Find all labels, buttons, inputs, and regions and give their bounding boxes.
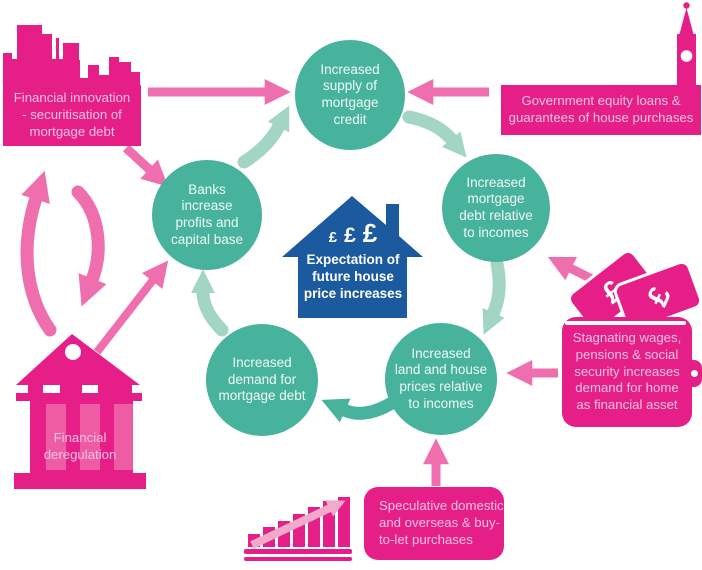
factor-stagnating-wages: Stagnating wages, pensions & social secu…: [562, 317, 692, 427]
pound-sign-large: £: [362, 218, 378, 248]
house-expectation: £ £ £ Expectation of future house price …: [292, 218, 414, 302]
pound-signs: £ £ £: [292, 218, 414, 249]
city-skyline-icon: [3, 25, 140, 88]
factor-label: Stagnating wages, pensions & social secu…: [572, 329, 682, 413]
arrow-deregulation-innovation-up: [20, 170, 57, 337]
arrow-banks-to-supply: [237, 105, 290, 169]
arrow-supply-to-mortgage-debt: [402, 110, 467, 158]
factor-label: Financial innovation - securitisation of…: [13, 90, 131, 139]
node-label: Increased demand for mortgage debt: [218, 354, 306, 404]
growth-trend-arrow: [250, 500, 346, 549]
node-label: Increased mortgage debt relative to inco…: [459, 174, 533, 240]
pound-sign-small: £: [328, 229, 338, 246]
node-banks-profits: Banks increase profits and capital base: [152, 160, 262, 270]
factor-label: Government equity loans & guarantees of …: [508, 93, 694, 125]
factor-financial-innovation: Financial innovation - securitisation of…: [3, 85, 141, 146]
house-icon: [282, 196, 423, 318]
factor-label: Financial deregulation: [43, 429, 117, 462]
arrow-deregulation-to-banks: [93, 260, 169, 355]
arrow-demand-to-banks: [191, 269, 229, 337]
factor-label: Speculative domestic and overseas & buy-…: [379, 498, 504, 547]
arrow-innovation-deregulation-down: [71, 185, 107, 307]
arrow-mortgage-debt-to-land-prices: [482, 257, 506, 335]
node-increased-supply: Increased supply of mortgage credit: [295, 40, 405, 150]
pound-sign-medium: £: [344, 224, 356, 247]
growth-bar-chart-icon: [244, 497, 352, 561]
factor-financial-deregulation: Financial deregulation: [30, 413, 130, 464]
wallet-slit: [565, 321, 686, 325]
node-mortgage-debt: Increased mortgage debt relative to inco…: [442, 154, 550, 262]
big-ben-icon: [677, 2, 696, 88]
bank-building-icon: [14, 334, 146, 489]
node-demand-mortgage-debt: Increased demand for mortgage debt: [206, 324, 318, 436]
arrow-land-prices-to-demand: [321, 397, 397, 423]
arrow-innovation-to-banks: [122, 144, 169, 187]
node-label: Increased land and house prices relative…: [394, 345, 488, 411]
node-label: Banks increase profits and capital base: [170, 181, 244, 247]
factor-speculative-purchases: Speculative domestic and overseas & buy-…: [364, 487, 504, 560]
wallet-clasp-dot: [691, 370, 698, 377]
house-label: Expectation of future house price increa…: [303, 252, 403, 301]
factor-government-loans: Government equity loans & guarantees of …: [501, 85, 701, 135]
node-land-house-prices: Increased land and house prices relative…: [385, 323, 497, 435]
node-label: Increased supply of mortgage credit: [320, 61, 380, 127]
pound-notes-icon: £ £: [568, 249, 702, 333]
